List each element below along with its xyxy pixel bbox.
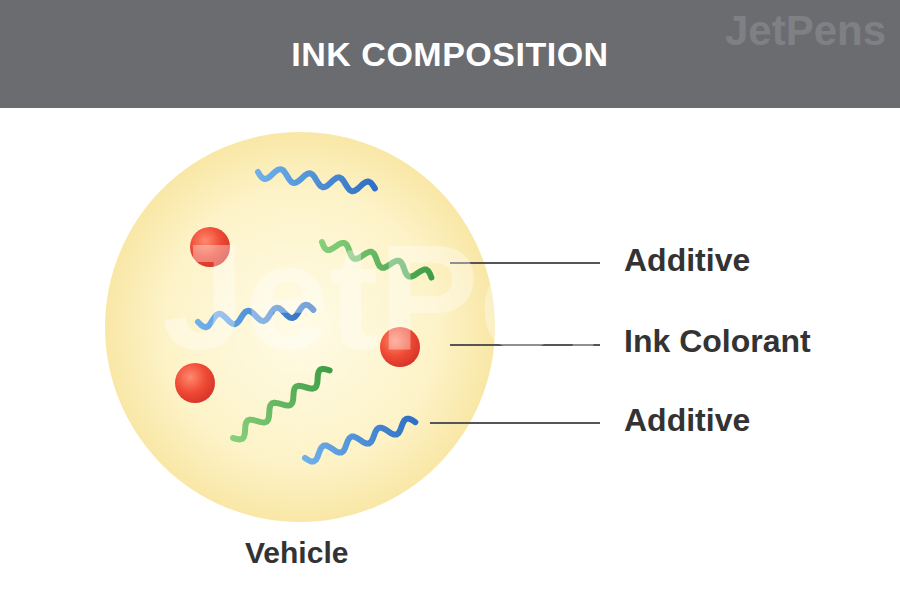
leader-line — [430, 422, 600, 424]
part-label: Additive — [624, 403, 750, 438]
additive-molecule — [257, 166, 376, 194]
vehicle-label: Vehicle — [245, 536, 348, 570]
additive-molecule — [303, 416, 417, 463]
watermark: JetPens — [725, 8, 886, 54]
part-label: Ink Colorant — [624, 324, 811, 359]
part-label: Additive — [624, 243, 750, 278]
title-text: INK COMPOSITION — [291, 35, 608, 74]
